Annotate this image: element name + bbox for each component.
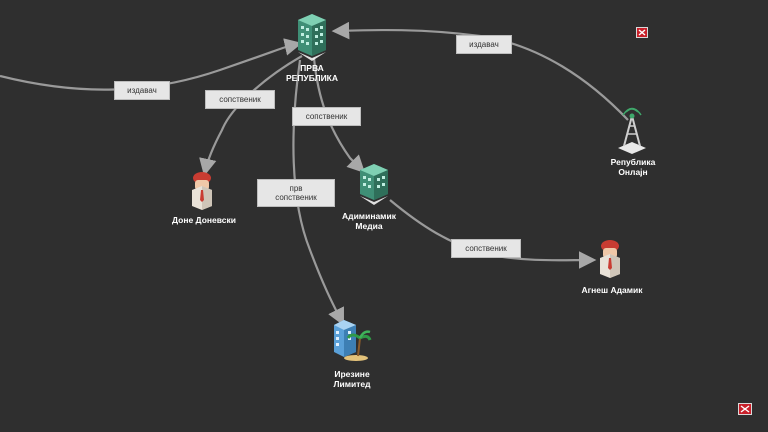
- edge-label-irezine-first-owner[interactable]: прв сопственик: [257, 179, 335, 207]
- offshore-building-palm-icon[interactable]: [334, 320, 372, 361]
- edge-label-left-publisher[interactable]: издавач: [114, 81, 170, 100]
- node-label-prva-republika[interactable]: ПРВА РЕПУБЛИКА: [285, 63, 339, 83]
- node-label-republika-onlajn[interactable]: Република Онлајн: [610, 157, 656, 177]
- edge-label-agnesh-owner[interactable]: сопственик: [451, 239, 521, 258]
- brand-logo-icon: [738, 403, 752, 415]
- node-label-done-donevski[interactable]: Доне Доневски: [171, 215, 236, 225]
- broadcast-tower-icon[interactable]: [618, 107, 646, 155]
- edge-left-publisher: [0, 38, 303, 91]
- office-building-icon[interactable]: [360, 164, 388, 205]
- edge-done-owner: [199, 55, 303, 177]
- edge-label-onlajn-publisher[interactable]: издавач: [456, 35, 512, 54]
- office-building-icon[interactable]: [298, 14, 326, 61]
- person-icon[interactable]: [600, 240, 620, 278]
- node-label-agnesh-adamik[interactable]: Агнеш Адамик: [581, 285, 643, 295]
- brand-logo-icon: [636, 27, 648, 38]
- person-icon[interactable]: [192, 172, 212, 210]
- node-label-irezine-limited[interactable]: Ирезине Лимитед: [333, 369, 371, 389]
- edge-label-media-owner[interactable]: сопственик: [292, 107, 361, 126]
- node-label-adiminamik-media[interactable]: Адиминамик Медиа: [342, 211, 396, 231]
- edge-label-done-owner[interactable]: сопственик: [205, 90, 275, 109]
